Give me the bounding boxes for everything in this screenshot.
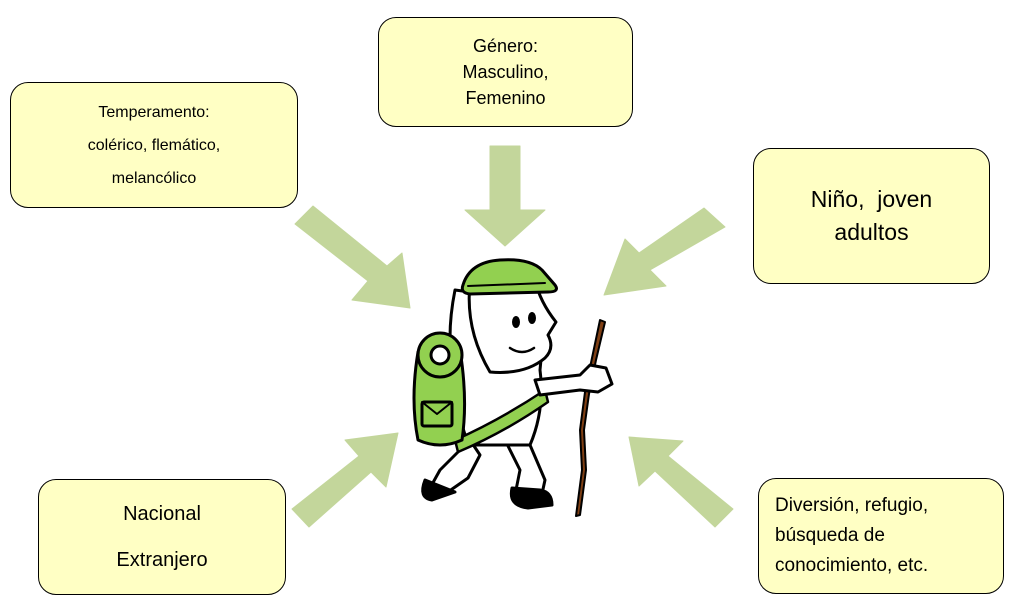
box-temperamento: Temperamento: colérico, flemático, melan…: [10, 82, 298, 208]
box-text-line: Masculino,: [462, 62, 549, 82]
box-text-line: Femenino: [465, 88, 546, 108]
box-genero: Género: Masculino, Femenino: [378, 17, 633, 127]
arrow-edad: [603, 207, 726, 296]
walking-stick-icon: [575, 319, 606, 517]
box-text-line: conocimiento, etc.: [775, 555, 929, 576]
box-text-line: Nacional: [123, 503, 201, 525]
arrow-temperamento: [294, 205, 411, 309]
arrow-genero: [464, 145, 546, 247]
hiker-icon: [412, 258, 614, 517]
box-text-line: adultos: [834, 219, 909, 245]
box-text-line: Extranjero: [116, 549, 208, 571]
box-edad: Niño, joven adultos: [753, 148, 990, 284]
box-text-line: Temperamento:: [98, 103, 210, 121]
box-text-line: Género:: [472, 36, 539, 56]
box-motivacion: Diversión, refugio, búsqueda de conocimi…: [758, 478, 1004, 594]
box-text-line: Niño, joven: [810, 186, 933, 212]
box-text-line: Diversión, refugio,: [775, 495, 929, 516]
box-procedencia: Nacional Extranjero: [38, 479, 286, 595]
box-text-line: búsqueda de: [775, 525, 885, 546]
arrow-procedencia: [291, 432, 399, 528]
arrow-motivacion: [628, 436, 734, 528]
box-text-line: melancólico: [111, 169, 197, 187]
box-text-line: colérico, flemático,: [87, 136, 221, 154]
